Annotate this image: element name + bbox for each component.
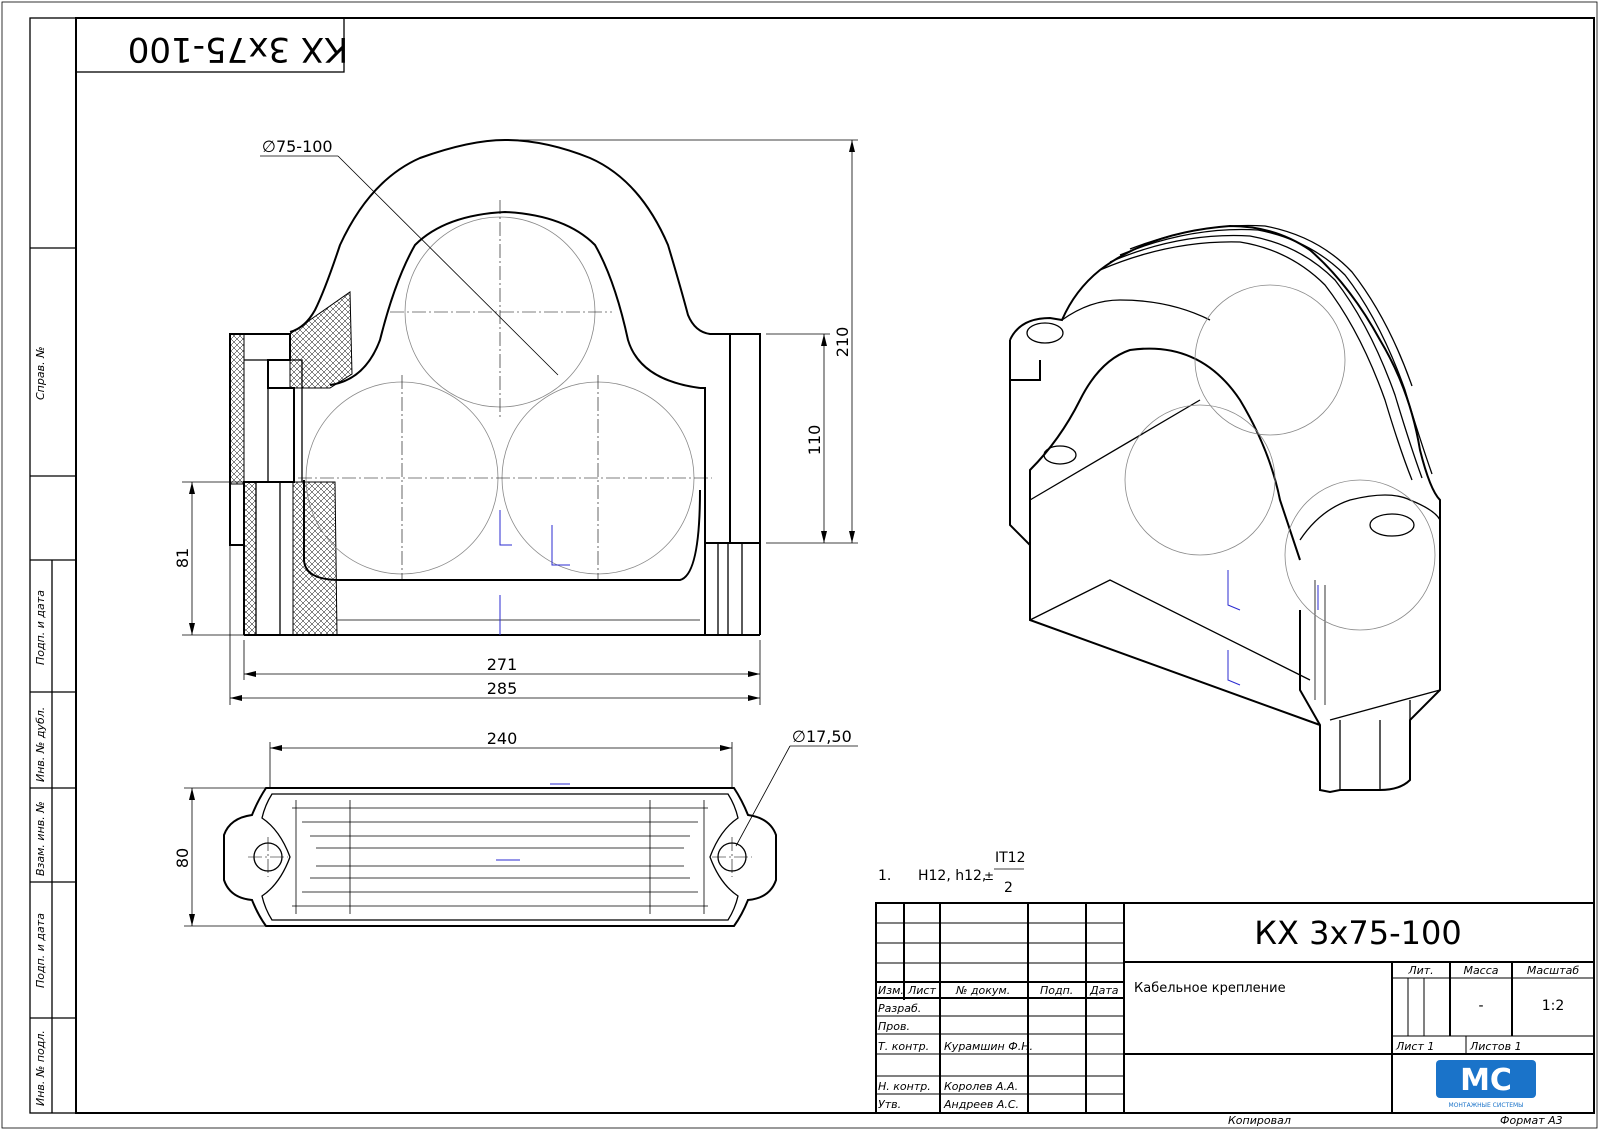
dim-80: 80: [173, 848, 192, 868]
left-margin-strip: Справ. № Подп. и дата Инв. № дубл. Взам.…: [29, 17, 77, 1114]
note-numerator: IT12: [995, 850, 1026, 866]
company-logo: МС МОНТАЖНЫЕ СИСТЕМЫ: [1436, 1060, 1536, 1109]
side-label-sprav: Справ. №: [34, 346, 47, 400]
dim-210: 210: [833, 327, 852, 358]
tb-header-podp: Подп.: [1040, 984, 1073, 997]
tb-header-list: Лист: [907, 984, 936, 997]
tb-header-data: Дата: [1089, 984, 1119, 997]
tb-scale-label: Масштаб: [1527, 964, 1579, 977]
note-number: 1.: [878, 868, 891, 884]
tb-lit-label: Лит.: [1407, 964, 1433, 977]
dim-285: 285: [487, 679, 518, 698]
note-denominator: 2: [1004, 880, 1013, 896]
dim-81: 81: [173, 548, 192, 568]
logo-subtext: МОНТАЖНЫЕ СИСТЕМЫ: [1449, 1102, 1524, 1109]
tb-role-utv: Утв.: [878, 1098, 901, 1111]
tb-role-prov: Пров.: [878, 1020, 910, 1033]
tb-role-razrab: Разраб.: [878, 1002, 921, 1015]
tb-mass-value: -: [1478, 998, 1483, 1014]
tb-name-utv: Андреев А.С.: [943, 1098, 1019, 1111]
tb-header-doc: № докум.: [955, 984, 1010, 997]
top-view: [223, 783, 777, 927]
tb-sheet: Лист 1: [1395, 1040, 1434, 1053]
tolerance-note: 1. H12, h12, ± IT12 2: [878, 850, 1026, 896]
isometric-view: [1009, 224, 1441, 794]
tb-name-t-kontr: Курамшин Ф.Н.: [944, 1040, 1033, 1053]
dim-240: 240: [487, 729, 518, 748]
tb-name-n-kontr: Королев А.А.: [944, 1080, 1018, 1093]
top-stamp-text: КХ 3х75-100: [128, 29, 348, 69]
side-label-inv-dubl: Инв. № дубл.: [34, 707, 47, 782]
side-label-podp-data-1: Подп. и дата: [34, 590, 47, 665]
side-label-inv-podl: Инв. № подл.: [34, 1030, 47, 1106]
tb-sheets: Листов 1: [1469, 1040, 1522, 1053]
title-block: КХ 3х75-100 Кабельное крепление Изм. Лис…: [875, 902, 1595, 1114]
dim-110: 110: [805, 425, 824, 456]
format-label: Формат А3: [1500, 1114, 1563, 1127]
tb-scale-value: 1:2: [1542, 998, 1565, 1014]
side-label-podp-data-2: Подп. и дата: [34, 913, 47, 988]
side-label-vzam-inv: Взам. инв. №: [34, 801, 47, 876]
tb-name: Кабельное крепление: [1134, 981, 1286, 996]
dim-dia-outer: ∅75-100: [262, 137, 333, 156]
dim-271: 271: [487, 655, 518, 674]
copied-label: Копировал: [1228, 1114, 1291, 1127]
logo-text: МС: [1460, 1063, 1512, 1098]
tb-header-izm: Изм.: [878, 984, 904, 997]
dim-dia-hole: ∅17,50: [792, 727, 852, 746]
front-view-dimensions: ∅75-100 210 110 81 271 285: [173, 137, 858, 705]
tb-role-t-kontr: Т. контр.: [878, 1040, 929, 1053]
note-text: H12, h12,: [918, 868, 986, 884]
tb-mass-label: Масса: [1463, 964, 1498, 977]
front-view: [229, 138, 761, 636]
note-plusminus: ±: [984, 869, 994, 883]
tb-role-n-kontr: Н. контр.: [878, 1080, 931, 1093]
top-stamp: КХ 3х75-100: [75, 17, 348, 73]
tb-designation: КХ 3х75-100: [1254, 914, 1461, 952]
top-view-dimensions: 240 80 ∅17,50: [173, 727, 858, 927]
